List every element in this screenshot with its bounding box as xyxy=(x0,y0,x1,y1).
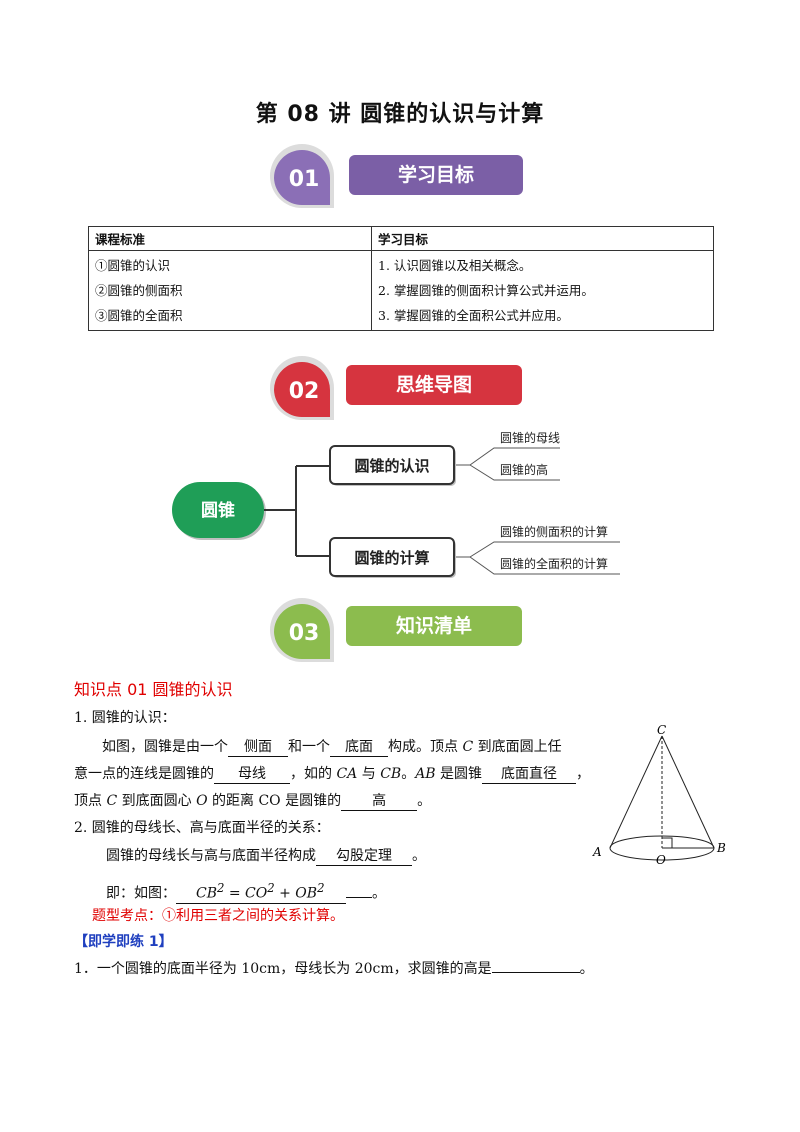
banner-03-number: 03 xyxy=(289,621,320,646)
branch-label: 圆锥的计算 xyxy=(354,549,429,567)
practice-title: 【即学即练 1】 xyxy=(74,934,173,950)
section-2-title: 2. 圆锥的母线长、高与底面半径的关系： xyxy=(74,820,330,836)
label-o: O xyxy=(656,853,666,867)
table-header-standard: 课程标准 xyxy=(88,226,372,251)
slant-ca xyxy=(609,735,663,849)
standard-item: ①圆锥的认识 xyxy=(95,258,171,273)
standard-item: ②圆锥的侧面积 xyxy=(95,283,183,298)
leaf-label: 圆锥的全面积的计算 xyxy=(500,556,608,571)
banner-02-bar xyxy=(346,365,522,405)
table-header-goal: 学习目标 xyxy=(371,226,714,251)
banner-mind-map: 02 思维导图 xyxy=(270,356,522,420)
leaf-label: 圆锥的母线 xyxy=(500,430,560,445)
root-label: 圆锥 xyxy=(201,500,235,521)
branch-label: 圆锥的认识 xyxy=(354,457,429,475)
course-standards-table: 课程标准 学习目标 ①圆锥的认识 ②圆锥的侧面积 ③圆锥的全面积 1. 认识圆锥… xyxy=(88,226,714,331)
section-1-title: 1. 圆锥的认识： xyxy=(74,710,176,726)
answer-blank: 母线 xyxy=(214,766,290,784)
page-title: 第 08 讲 圆锥的认识与计算 xyxy=(255,102,545,127)
answer-blank: 底面直径 xyxy=(482,766,577,784)
label-c: C xyxy=(657,723,666,737)
formula-blank: CB2 = CO2 + OB2 xyxy=(176,880,346,904)
section-banners: 01 学习目标 02 思维导图 03 知识清单 xyxy=(270,144,523,662)
banner-01-label: 学习目标 xyxy=(398,163,474,186)
knowledge-point-heading: 知识点 01 圆锥的认识 xyxy=(74,680,233,699)
banner-knowledge-list: 03 知识清单 xyxy=(270,598,522,662)
goal-item: 1. 认识圆锥以及相关概念。 xyxy=(378,258,532,273)
definition-line-3: 顶点 C 到底面圆心 O 的距离 CO 是圆锥的高。 xyxy=(74,793,432,811)
banner-02-label: 思维导图 xyxy=(396,373,472,396)
goals-cell: 1. 认识圆锥以及相关概念。 2. 掌握圆锥的侧面积计算公式并运用。 3. 掌握… xyxy=(371,250,714,331)
branch-node-recognition xyxy=(329,445,455,485)
formula-line: 即：如图：CB2 = CO2 + OB2。 xyxy=(106,880,386,904)
label-a: A xyxy=(592,845,602,859)
banner-02-badge xyxy=(274,362,330,417)
definition-line-1: 如图，圆锥是由一个侧面和一个底面构成。顶点 C 到底面圆上任 xyxy=(102,739,562,757)
banner-03-bar xyxy=(346,606,522,646)
goal-item: 3. 掌握圆锥的全面积公式并应用。 xyxy=(378,308,569,323)
answer-blank: 勾股定理 xyxy=(316,848,412,866)
banner-01-badge xyxy=(274,150,330,206)
definition-line-2: 意一点的连线是圆锥的母线，如的 CA 与 CB。AB 是圆锥底面直径， xyxy=(74,766,591,784)
relation-line: 圆锥的母线长与高与底面半径构成勾股定理。 xyxy=(106,848,426,866)
goal-item: 2. 掌握圆锥的侧面积计算公式并运用。 xyxy=(378,283,594,298)
answer-blank: 高 xyxy=(341,793,418,811)
banner-learning-goals: 01 学习目标 xyxy=(270,144,523,208)
slant-cb xyxy=(661,735,715,849)
banner-03-badge xyxy=(274,604,330,659)
answer-blank: 侧面 xyxy=(228,739,288,757)
mind-map: 圆锥 圆锥的认识 圆锥的母线 圆锥的高 圆锥的计算 圆锥的侧面积的计算 圆锥的全… xyxy=(172,430,620,578)
leaf-label: 圆锥的侧面积的计算 xyxy=(500,524,608,539)
cone-figure: C A O B xyxy=(592,723,726,867)
exam-point: 题型考点：①利用三者之间的关系计算。 xyxy=(92,908,344,924)
question-1: 1．一个圆锥的底面半径为 10cm，母线长为 20cm，求圆锥的高是。 xyxy=(74,961,594,977)
banner-03-label: 知识清单 xyxy=(396,614,472,637)
banner-01-bar xyxy=(349,155,523,195)
root-node xyxy=(172,482,264,538)
answer-blank: 底面 xyxy=(330,739,388,757)
right-angle-mark xyxy=(662,837,673,848)
banner-01-number: 01 xyxy=(289,167,320,192)
standard-item: ③圆锥的全面积 xyxy=(95,308,183,323)
label-b: B xyxy=(716,841,726,855)
leaf-label: 圆锥的高 xyxy=(500,462,548,477)
standards-cell: ①圆锥的认识 ②圆锥的侧面积 ③圆锥的全面积 xyxy=(88,250,372,331)
branch-node-calculation xyxy=(329,537,455,577)
banner-02-number: 02 xyxy=(289,379,320,404)
